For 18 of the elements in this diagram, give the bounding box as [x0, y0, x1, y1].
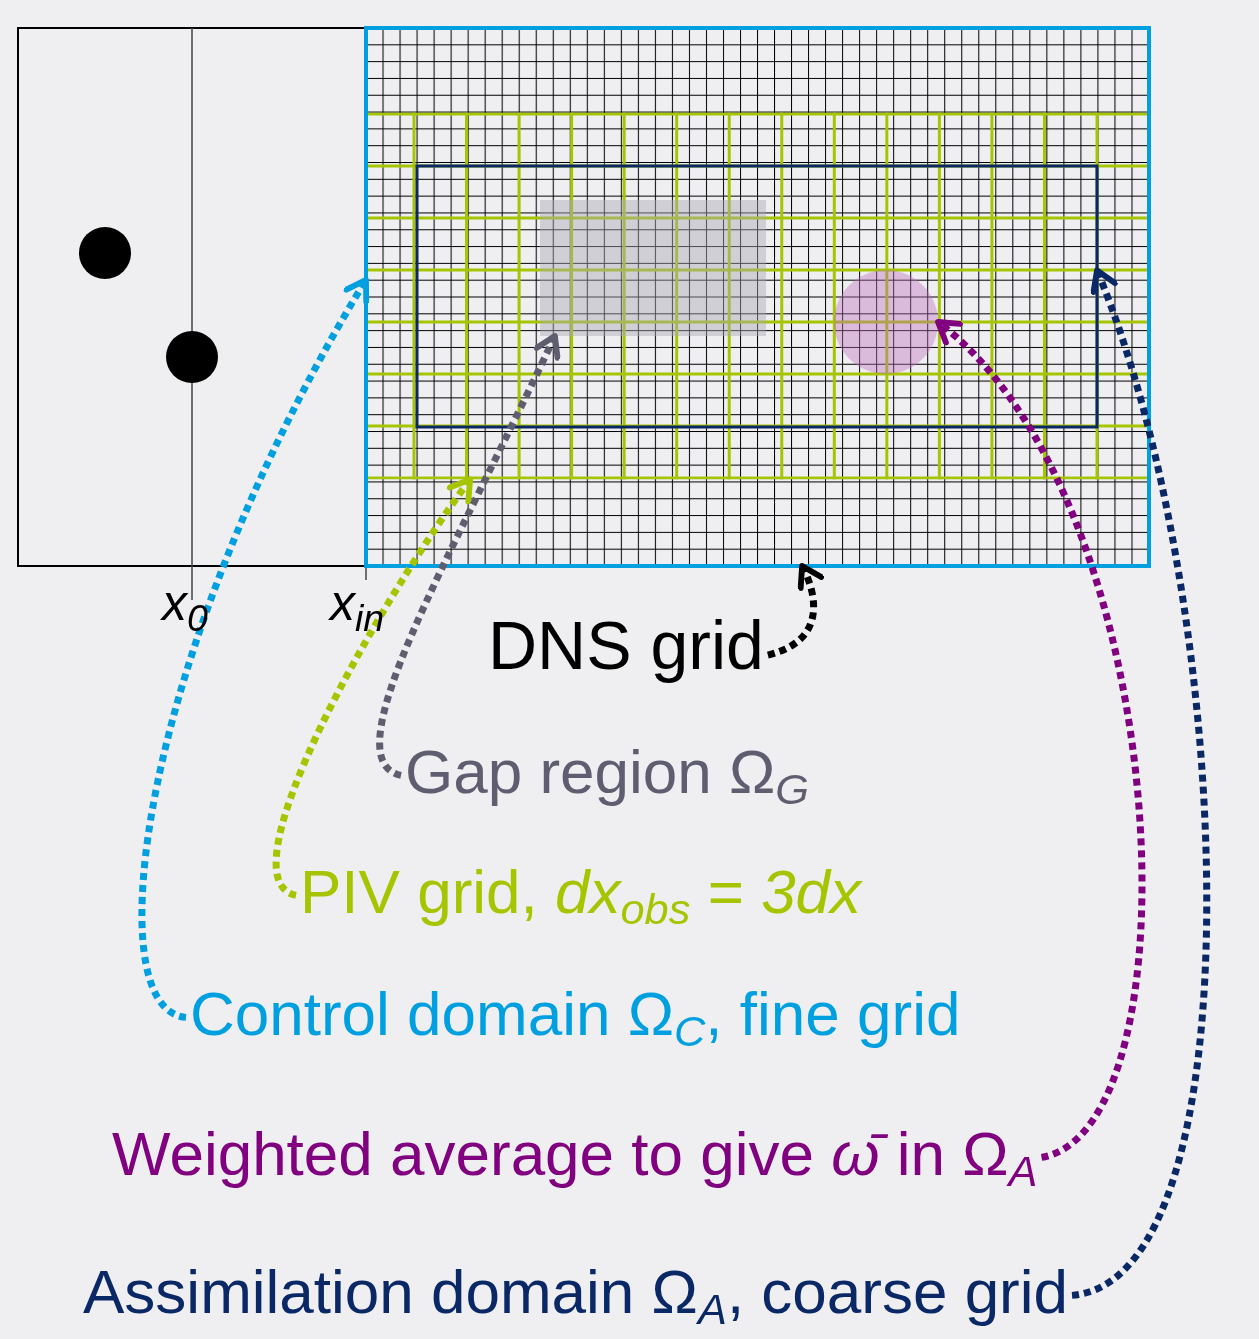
averaging-region-circle	[834, 270, 938, 374]
dotted-arrow	[273, 476, 474, 899]
dotted-arrow	[138, 276, 370, 1021]
dotted-arrow	[935, 319, 1146, 1161]
callout-text: DNS grid	[484, 606, 768, 685]
coarse-grid	[366, 112, 1149, 480]
callout-text: Weighted average to give ω̄ in Ω$_{A}$	[108, 1118, 1042, 1197]
callout-text: Assimilation domain Ω$_{A}$, coarse grid	[79, 1256, 1073, 1335]
position-label: x$_{in}$	[330, 578, 385, 638]
position-label: x$_{0}$	[162, 578, 208, 638]
callout-text: PIV grid, dx$_{obs}$ = 3dx	[296, 856, 866, 935]
callout-text: Gap region Ω$_{G}$	[401, 736, 814, 815]
dotted-arrow	[376, 333, 561, 779]
gap-region-area	[540, 200, 766, 336]
callout-text: Control domain Ω$_{C}$, fine grid	[186, 978, 965, 1057]
dotted-arrow	[1070, 267, 1211, 1299]
dotted-arrow	[766, 563, 824, 659]
assimilation-domain-box	[415, 164, 1099, 429]
